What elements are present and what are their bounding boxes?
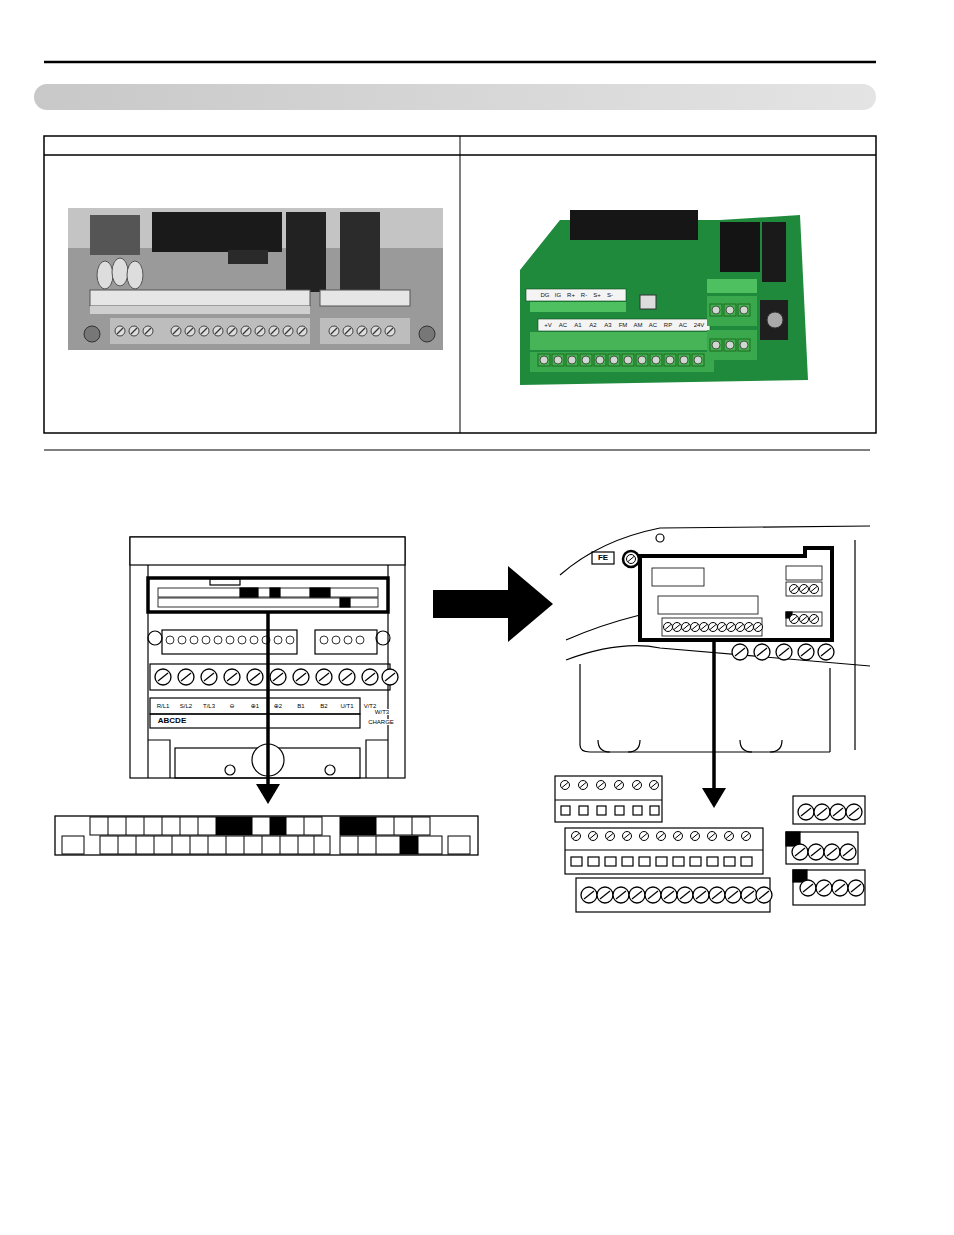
- terminal-label: AM: [633, 322, 644, 328]
- terminal-label: R+: [566, 292, 576, 298]
- terminal-label: RP: [663, 322, 673, 328]
- terminal-label: AC: [558, 322, 568, 328]
- terminal-label: R/L1: [156, 703, 171, 709]
- terminal-label: S-: [606, 292, 614, 298]
- terminal-label: ⊕2: [273, 703, 283, 709]
- terminal-label: W/T3: [374, 709, 390, 715]
- terminal-label: R-: [580, 292, 588, 298]
- terminal-label: B1: [296, 703, 305, 709]
- terminal-label: ⊕1: [250, 703, 260, 709]
- terminal-label: AC: [648, 322, 658, 328]
- terminal-label: A3: [603, 322, 612, 328]
- terminal-label: U/T1: [339, 703, 354, 709]
- old-terminal-board-photo: [68, 208, 443, 350]
- terminal-label: B2: [319, 703, 328, 709]
- terminal-label: ⊖: [228, 703, 235, 709]
- terminal-label: S+: [592, 292, 602, 298]
- terminal-label: ABCDE: [157, 717, 187, 725]
- terminal-label: 24V: [693, 322, 706, 328]
- terminal-label: DG: [540, 292, 551, 298]
- terminal-label: FM: [618, 322, 629, 328]
- terminal-label: CHARGE: [367, 719, 395, 725]
- terminal-label: S/L2: [179, 703, 193, 709]
- terminal-label: +V: [543, 322, 553, 328]
- terminal-label: IG: [554, 292, 562, 298]
- old-terminal-strip-detail: [55, 816, 478, 855]
- new-terminal-board-photo: [520, 210, 808, 385]
- terminal-label: FE: [597, 554, 609, 562]
- terminal-label: T/L3: [202, 703, 216, 709]
- replacement-arrow: [433, 566, 553, 642]
- new-terminal-block-detail: [555, 776, 865, 912]
- terminal-label: AC: [678, 322, 688, 328]
- terminal-label: A1: [573, 322, 582, 328]
- terminal-label: A2: [588, 322, 597, 328]
